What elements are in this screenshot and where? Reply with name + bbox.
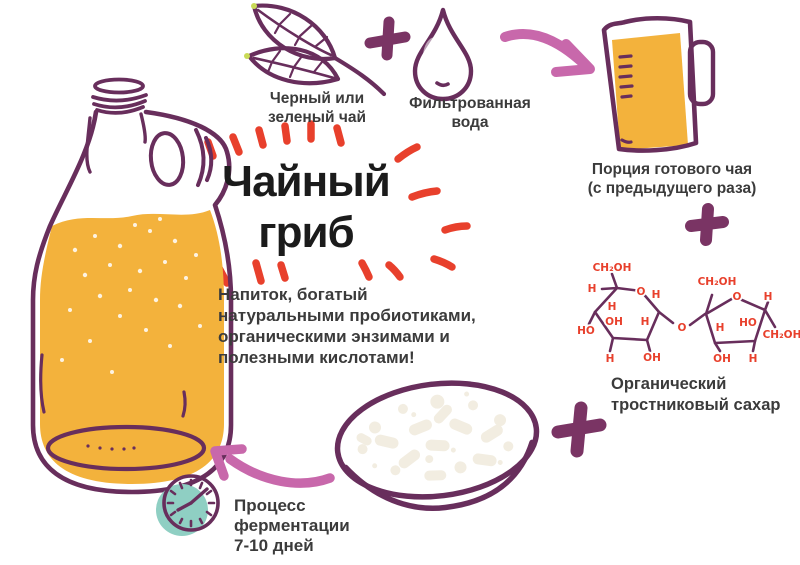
cup-tick-marks bbox=[618, 54, 634, 99]
svg-text:H: H bbox=[588, 283, 597, 295]
scoby-icon bbox=[334, 380, 540, 512]
clock-icon bbox=[156, 474, 220, 536]
svg-text:CH₂OH: CH₂OH bbox=[593, 262, 632, 274]
bottle-bubbles bbox=[60, 217, 202, 374]
plus-icon-scoby-sugar bbox=[551, 401, 607, 458]
title-line-2: гриб bbox=[258, 208, 354, 257]
scoby-culture-spots bbox=[356, 391, 514, 481]
tea-leaves-icon bbox=[244, 3, 387, 97]
svg-text:HO: HO bbox=[577, 325, 595, 337]
svg-text:H: H bbox=[608, 301, 617, 313]
clock-hands bbox=[176, 487, 209, 512]
svg-text:H: H bbox=[716, 322, 725, 334]
svg-text:CH₂OH: CH₂OH bbox=[698, 276, 737, 288]
plus-icon-tea-water bbox=[364, 16, 411, 61]
measuring-cup-icon bbox=[601, 15, 716, 153]
svg-text:O: O bbox=[733, 291, 742, 303]
svg-text:H: H bbox=[749, 353, 758, 365]
bottle-cap bbox=[91, 77, 148, 115]
svg-text:OH: OH bbox=[643, 352, 661, 364]
subtitle: Напиток, богатый натуральными пробиотика… bbox=[218, 285, 476, 367]
bottle-base-rim bbox=[45, 424, 207, 472]
arrow-to-cup-icon bbox=[500, 29, 595, 77]
svg-text:OH: OH bbox=[605, 316, 623, 328]
tea-label: Черный или зеленый чай bbox=[268, 90, 366, 126]
svg-text:H: H bbox=[641, 316, 650, 328]
sucrose-molecule-icon: CH₂OH H O H H OH H HO H OH O CH₂OH O H H… bbox=[575, 260, 800, 367]
bottle-handle bbox=[148, 128, 214, 187]
svg-text:H: H bbox=[606, 353, 615, 365]
cup-outline bbox=[601, 15, 699, 153]
svg-text:H: H bbox=[764, 291, 773, 303]
svg-text:CH₂OH: CH₂OH bbox=[763, 329, 800, 341]
sunburst-rays-icon bbox=[204, 120, 471, 287]
svg-text:H: H bbox=[652, 289, 661, 301]
arrow-to-bottle-icon bbox=[210, 444, 335, 488]
molecule-atom-labels: CH₂OH H O H H OH H HO H OH O CH₂OH O H H… bbox=[575, 260, 800, 367]
clock-ticks bbox=[166, 478, 216, 528]
svg-text:O: O bbox=[637, 286, 646, 298]
water-label: Фильтрованная вода bbox=[409, 95, 531, 131]
svg-text:OH: OH bbox=[713, 353, 731, 365]
svg-text:O: O bbox=[678, 322, 687, 334]
sugar-label: Органический тростниковый сахар bbox=[611, 375, 781, 414]
kombucha-bottle-illustration bbox=[30, 77, 234, 495]
bottle-base-dots bbox=[86, 444, 136, 451]
svg-text:HO: HO bbox=[739, 317, 757, 329]
starter-tea-label: Порция готового чая (с предыдущего раза) bbox=[587, 161, 757, 197]
water-drop-icon bbox=[412, 7, 474, 102]
title-line-1: Чайный bbox=[222, 157, 391, 206]
fermentation-label: Процесс ферментации 7-10 дней bbox=[234, 496, 350, 555]
page-title: Чайный гриб bbox=[206, 156, 406, 258]
bottle-liquid bbox=[40, 210, 224, 484]
molecule-bonds bbox=[587, 272, 777, 353]
plus-icon-cup-sugar bbox=[685, 203, 729, 246]
